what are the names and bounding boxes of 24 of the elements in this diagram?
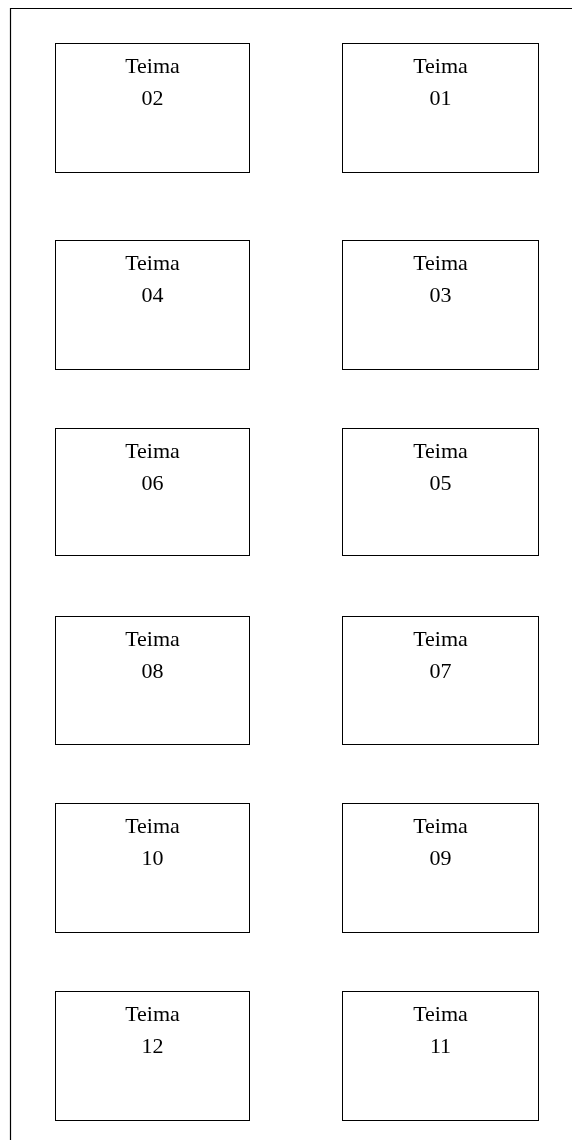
- topic-box: [55, 43, 250, 173]
- topic-box: [55, 428, 250, 556]
- topic-label: Teima 06: [124, 437, 181, 497]
- topic-box: [55, 803, 250, 933]
- topic-box: [342, 428, 539, 556]
- topic-label: Teima 11: [412, 1000, 469, 1060]
- topic-label: Teima 07: [412, 625, 469, 685]
- topic-box: [55, 991, 250, 1121]
- topic-box: [342, 616, 539, 745]
- topic-box: [342, 803, 539, 933]
- topic-label: Teima 12: [124, 1000, 181, 1060]
- topic-box: [342, 991, 539, 1121]
- topic-box: [55, 616, 250, 745]
- topic-label: Teima 05: [412, 437, 469, 497]
- topic-box: [55, 240, 250, 370]
- topic-label: Teima 08: [124, 625, 181, 685]
- topic-label: Teima 09: [412, 812, 469, 872]
- topic-label: Teima 01: [412, 52, 469, 112]
- topic-label: Teima 10: [124, 812, 181, 872]
- topic-label: Teima 03: [412, 249, 469, 309]
- topic-box: [342, 240, 539, 370]
- topic-label: Teima 02: [124, 52, 181, 112]
- topic-box: [342, 43, 539, 173]
- topic-label: Teima 04: [124, 249, 181, 309]
